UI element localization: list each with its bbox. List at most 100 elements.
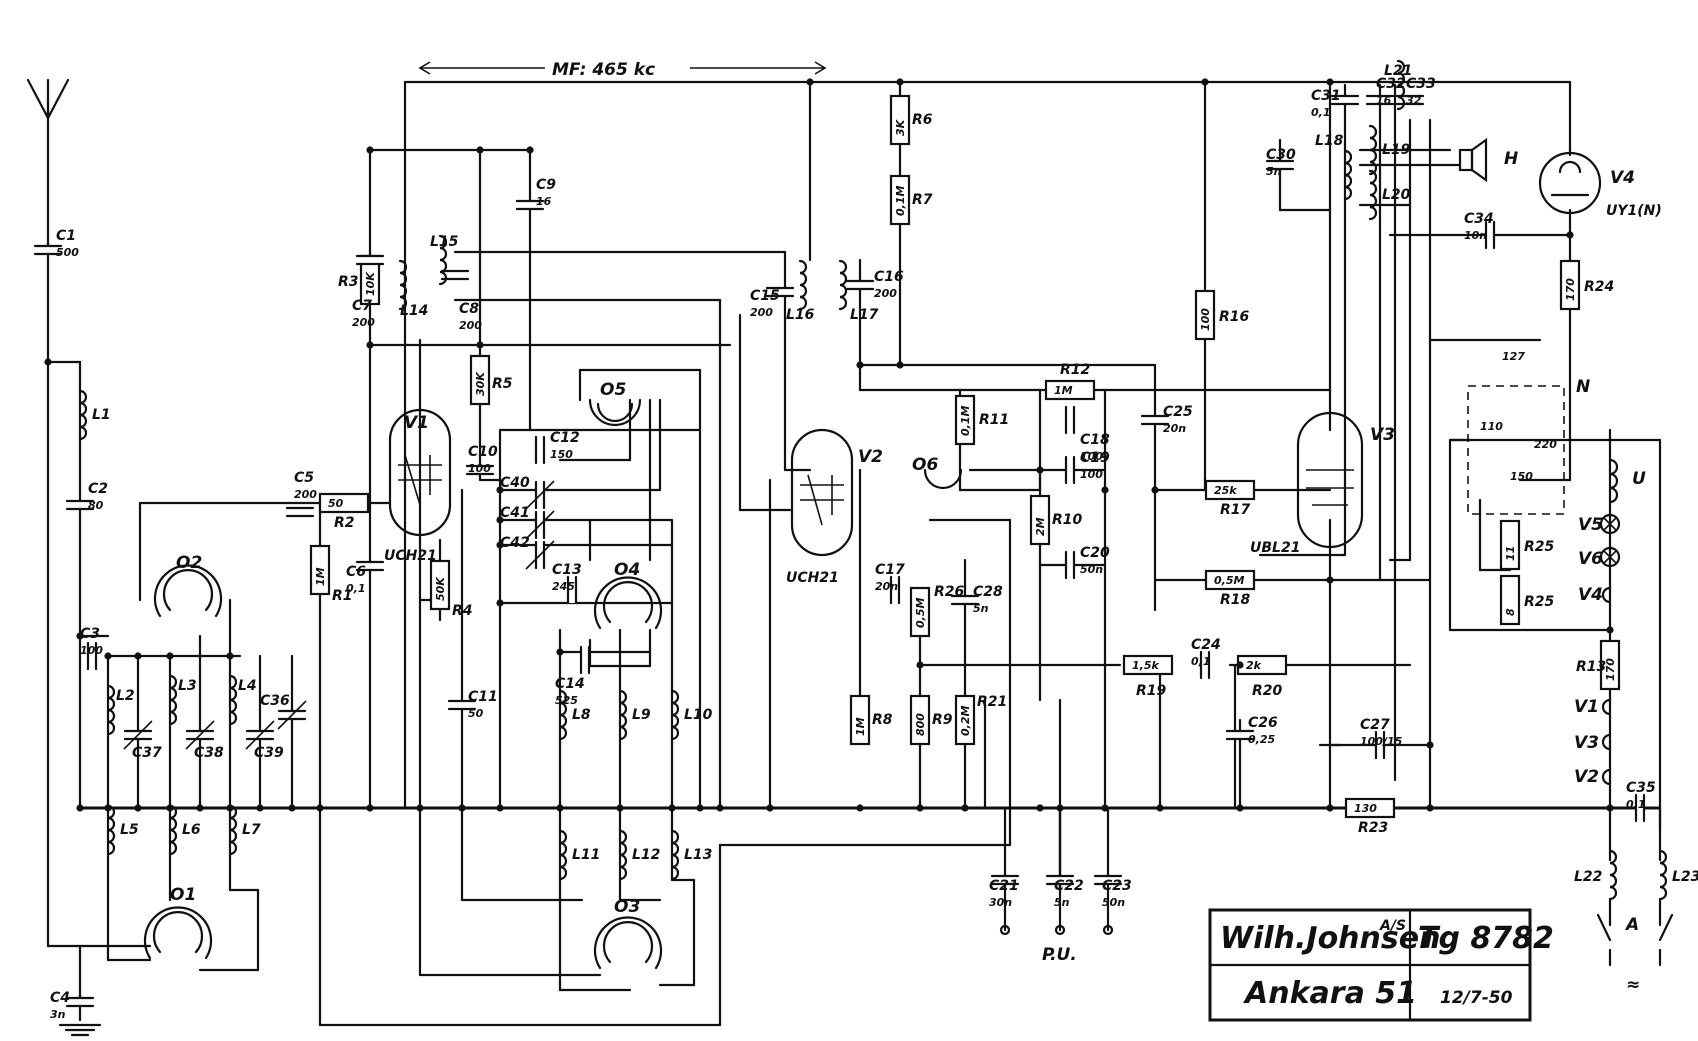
junction-dot (1201, 78, 1209, 86)
mains-selector-label: N (1576, 377, 1590, 397)
capacitor-c37: C37 (123, 720, 162, 761)
inductor-ref: L4 (238, 678, 257, 694)
capacitor-c6: C60,1 (346, 560, 385, 595)
resistor-ref: R9 (932, 712, 953, 728)
inductor-l10: L10 (670, 689, 713, 741)
ground-symbol (58, 1023, 102, 1037)
junction-dot (806, 78, 814, 86)
inductor-l20: L20 (1368, 169, 1411, 221)
capacitor-value: 0,1 (1191, 655, 1211, 668)
junction-dot (1426, 804, 1434, 812)
capacitor-value: 50n (1080, 563, 1103, 576)
resistor-value: 0,5M (1214, 574, 1244, 587)
pickup-terminals: P.U. (999, 924, 1114, 965)
junction-dot (44, 358, 52, 366)
junction-dot (134, 804, 142, 812)
junction-dot (476, 146, 484, 154)
inductor-l12: L12 (618, 829, 660, 881)
switch-o5-label: O5 (600, 380, 626, 400)
capacitor-ref: C11 (468, 689, 498, 705)
capacitor-value: 50 (468, 707, 484, 720)
junction-dot (856, 804, 864, 812)
resistor-ref: R17 (1220, 502, 1251, 518)
drawing-number: Tg 8782 (1418, 921, 1554, 956)
resistor-value: 50K (434, 576, 447, 601)
resistor-ref: R21 (977, 694, 1007, 710)
resistor-ref: R7 (912, 192, 933, 208)
capacitor-value: 80 (88, 499, 104, 512)
resistor-value: 2k (1246, 659, 1262, 672)
inductor-l23: L23 (1658, 849, 1698, 901)
inductor-ref: L12 (632, 847, 660, 863)
inductor-l9: L9 (618, 689, 651, 741)
resistor-ref: R19 (1136, 683, 1167, 699)
resistor-value: 50 (328, 497, 344, 510)
inductor-l17: L17 (838, 259, 879, 323)
capacitor-value: 100/15 (1360, 735, 1403, 748)
resistor-value: 0,2M (959, 706, 972, 736)
inductor-ref: L20 (1382, 187, 1411, 203)
junction-dot (916, 804, 924, 812)
maker-suffix: A/S (1379, 918, 1406, 934)
capacitor-ref: C38 (194, 745, 224, 761)
resistor-value: 1M (854, 717, 867, 736)
capacitor-value: 100 (80, 644, 103, 657)
resistor-r18: 0,5M R18 (1204, 569, 1256, 608)
junction-dot (1326, 78, 1334, 86)
tube-v2-type: UCH21 (786, 570, 839, 586)
speaker-label: H (1504, 149, 1518, 169)
junction-dot (896, 361, 904, 369)
mains-switch-a: A ≈ (1596, 913, 1674, 995)
inductor-l16: L16 (786, 259, 815, 323)
resistor-ref: R1 (332, 588, 353, 604)
junction-dot (556, 804, 564, 812)
switch-o3: O3 (593, 897, 663, 970)
junction-dot (256, 804, 264, 812)
mains-voltage-110: 110 (1480, 420, 1503, 433)
heater-v1-label: V1 (1574, 697, 1599, 717)
junction-dot (196, 804, 204, 812)
inductor-ref: L6 (182, 822, 201, 838)
ac-symbol: ≈ (1626, 975, 1640, 995)
capacitor-ref: C20 (1080, 545, 1110, 561)
junction-dot (668, 804, 676, 812)
capacitor-c39: C39 (245, 720, 284, 761)
capacitor-value: 5n (973, 602, 989, 615)
switch-o1-label: O1 (170, 885, 196, 905)
resistor-ref: R13 (1576, 659, 1606, 675)
capacitor-ref: C17 (875, 562, 905, 578)
resistor-ref: R25 (1524, 539, 1555, 555)
capacitor-ref: C23 (1102, 878, 1132, 894)
heater-v3-label: V3 (1574, 733, 1599, 753)
junction-dot (76, 632, 84, 640)
capacitor-ref: C41 (500, 505, 530, 521)
lamp-v6-label: V6 (1578, 549, 1603, 569)
heater-v2-label: V2 (1574, 767, 1599, 787)
resistor-value: 30K (474, 371, 487, 396)
inductor-l19: L19 (1368, 124, 1411, 176)
resistor-ref: R18 (1220, 592, 1251, 608)
resistor-value: 8 (1504, 608, 1517, 616)
resistor-value: 10K (364, 271, 377, 296)
